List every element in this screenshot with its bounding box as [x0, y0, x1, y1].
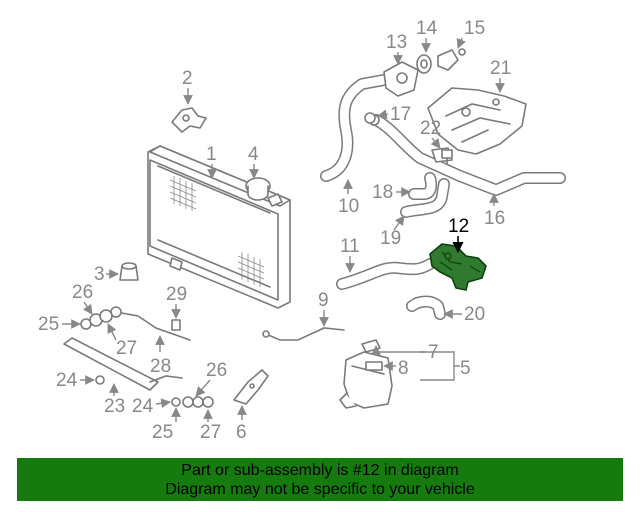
callout-28: 28 — [150, 356, 171, 377]
drain-plug-part — [171, 319, 181, 331]
reservoir-tank-part — [339, 351, 393, 409]
bolt-part — [441, 149, 453, 165]
callout-3: 3 — [94, 264, 105, 285]
callout-12-highlighted: 12 — [448, 216, 469, 237]
washer-set-right — [171, 396, 214, 408]
callout-7: 7 — [428, 342, 439, 363]
callout-9: 9 — [318, 290, 329, 311]
callout-4: 4 — [248, 144, 259, 165]
callout-19: 19 — [380, 228, 401, 249]
thermostat-housing-part — [383, 61, 419, 97]
thermostat-part — [437, 48, 466, 71]
callout-1: 1 — [206, 144, 217, 165]
reservoir-bracket-part — [233, 369, 269, 405]
lower-hose-part — [336, 258, 436, 290]
callout-5: 5 — [460, 358, 471, 379]
callout-15: 15 — [464, 18, 485, 39]
callout-25-left: 25 — [38, 314, 59, 335]
parts-diagram: 1 2 3 4 5 6 7 8 9 10 11 12 13 — [38, 18, 566, 443]
bypass-hose-part — [400, 178, 450, 218]
callout-24-right: 24 — [132, 396, 154, 417]
callout-25-right: 25 — [152, 422, 173, 443]
water-inlet-part-highlighted — [429, 243, 487, 291]
info-banner: Part or sub-assembly is #12 in diagram D… — [17, 458, 623, 501]
callout-6: 6 — [236, 422, 247, 443]
callout-13: 13 — [386, 32, 407, 53]
sensor-part — [364, 112, 376, 124]
callout-10: 10 — [338, 196, 359, 217]
callout-27-right: 27 — [200, 422, 221, 443]
mount-part — [119, 262, 139, 281]
banner-line-1: Part or sub-assembly is #12 in diagram — [181, 461, 459, 479]
callout-17: 17 — [390, 104, 411, 125]
callout-14: 14 — [416, 18, 438, 39]
callout-27-left: 27 — [116, 338, 137, 359]
callout-2: 2 — [182, 68, 193, 89]
callout-11: 11 — [340, 236, 360, 257]
callout-21: 21 — [490, 58, 511, 79]
upper-hose-part — [320, 74, 390, 182]
gasket-part — [416, 54, 432, 74]
callout-18: 18 — [372, 182, 393, 203]
callout-24-left: 24 — [56, 370, 78, 391]
callout-29: 29 — [166, 284, 187, 305]
callout-16: 16 — [484, 208, 505, 229]
banner-line-2: Diagram may not be specific to your vehi… — [165, 480, 475, 498]
callout-8: 8 — [398, 358, 409, 379]
radiator-cap-part — [245, 177, 271, 201]
callout-23: 23 — [104, 396, 125, 417]
heater-hose-part — [406, 295, 446, 320]
callout-26-right: 26 — [206, 360, 227, 381]
lower-tank-part — [63, 337, 183, 391]
heat-shield-part — [427, 87, 527, 155]
washer-set-left — [80, 309, 113, 385]
callout-labels: 1 2 3 4 5 6 7 8 9 10 11 12 13 — [38, 18, 511, 443]
small-hose-part — [408, 172, 438, 200]
overflow-hose-part — [262, 327, 345, 341]
callout-20: 20 — [464, 304, 485, 325]
callout-26-left: 26 — [72, 282, 93, 303]
bracket-part — [171, 107, 207, 133]
drain-tube-part — [110, 306, 191, 341]
callout-22: 22 — [420, 118, 441, 139]
